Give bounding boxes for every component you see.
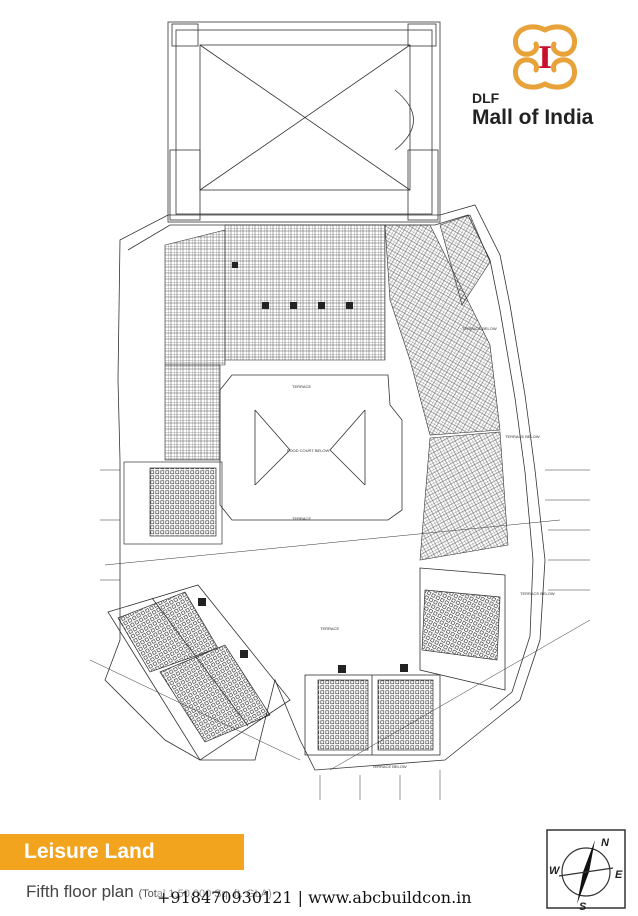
logo-mall-name: Mall of India [472,106,594,129]
label-terrace-low: TERRACE [320,626,339,631]
label-food-court: FOOD COURT BELOW [287,448,330,453]
compass-south: S [579,901,587,912]
plan-area-note: (Total 1,50,000 Sq. ft. GLA) [138,888,272,900]
mall-of-india-emblem: I [512,24,578,90]
compass-west: W [549,865,561,877]
banner-title: Leisure Land [24,840,155,863]
floor-plan-drawing: FOOD COURT BELOW TERRACE TERRACE TERRACE… [89,21,591,800]
dlf-logo: I DLF Mall of India [470,24,620,134]
label-terrace-below-1: TERRACE BELOW [462,326,497,331]
label-terrace-below-3: TERRACE BELOW [520,591,555,596]
terrace-hatching [164,214,509,561]
label-terrace-mid: TERRACE [292,516,311,521]
emblem-letter: I [538,41,552,76]
section-banner: Leisure Land [0,834,244,870]
structural-cores [198,262,408,673]
plan-title-text: Fifth floor plan [26,882,134,901]
compass-north: N [601,837,610,849]
logo-brand: DLF [472,90,500,106]
compass-east: E [615,869,623,881]
compass-icon: N E S W [546,829,626,912]
contact-line: +918470930121 | www.abcbuildcon.in [157,888,472,907]
label-terrace-below-4: TERRACE BELOW [372,764,407,769]
plan-title: Fifth floor plan (Total 1,50,000 Sq. ft.… [26,882,272,902]
cinema-seating [117,461,501,751]
label-terrace-below-2: TERRACE BELOW [505,434,540,439]
label-terrace-top: TERRACE [292,384,311,389]
